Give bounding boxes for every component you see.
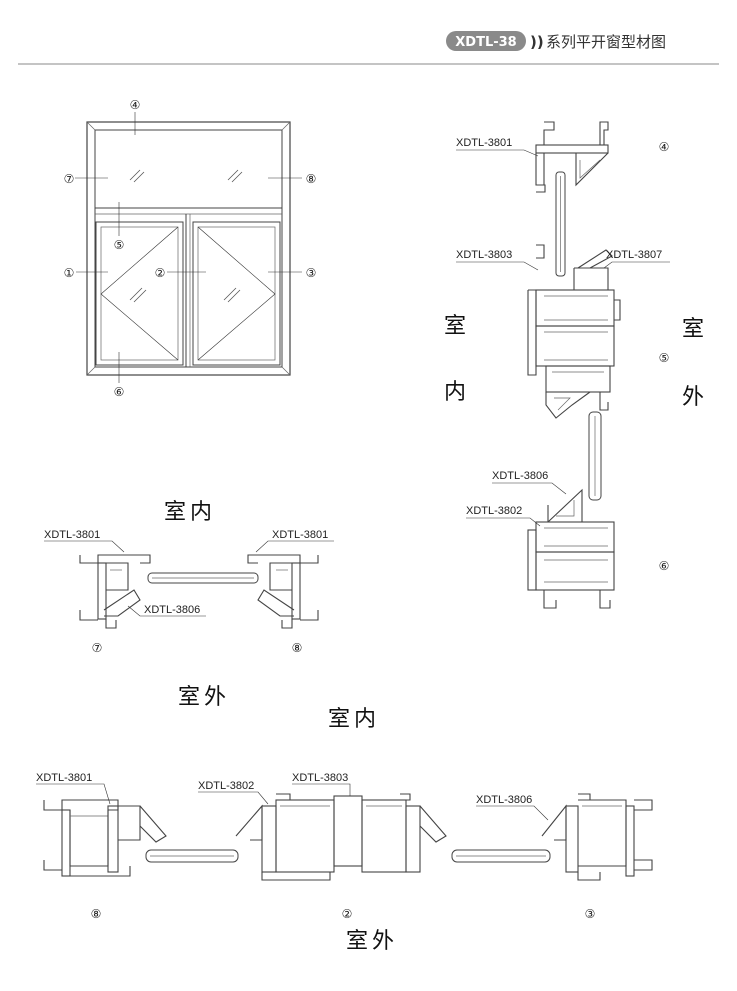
ss-outdoor: 室外 <box>178 685 230 710</box>
ss-marker-7: ⑦ <box>92 641 103 655</box>
side-section: 室内 XDTL-3801 XDTL-3801 XD <box>44 500 334 710</box>
vs-marker-5: ⑤ <box>659 351 670 365</box>
marker-8-right: ⑧ <box>306 172 317 186</box>
bs-indoor: 室内 <box>328 707 380 732</box>
marker-1-left: ① <box>64 266 75 280</box>
vertical-section: XDTL-3801 XDTL-3803 XDTL-3807 XDTL-3806 … <box>444 121 708 609</box>
left-sash-open-indicator <box>100 226 179 361</box>
vs-indoor-1: 室 <box>444 314 470 339</box>
ss-label-right-3801: XDTL-3801 <box>272 529 328 541</box>
header-chevrons: )) <box>530 33 544 51</box>
header-title: 系列平开窗型材图 <box>546 33 666 51</box>
vs-label-3807: XDTL-3807 <box>606 249 662 261</box>
bs-label-3801: XDTL-3801 <box>36 772 92 784</box>
bs-marker-2: ② <box>342 907 353 921</box>
ss-label-left-3801: XDTL-3801 <box>44 529 100 541</box>
bs-marker-8: ⑧ <box>91 907 102 921</box>
bs-marker-3: ③ <box>585 907 596 921</box>
vs-outdoor-1: 室 <box>682 317 708 342</box>
header-badge-text: XDTL-38 <box>455 35 516 50</box>
ss-left-frame <box>79 554 151 629</box>
ss-marker-8: ⑧ <box>292 641 303 655</box>
profile-xdtl-3802 <box>527 521 615 609</box>
bs-label-3803: XDTL-3803 <box>292 772 348 784</box>
profile-xdtl-3807 <box>573 249 613 291</box>
window-outer-frame <box>86 121 291 376</box>
right-sash <box>192 221 281 366</box>
bs-outdoor: 室外 <box>346 929 398 954</box>
profile-xdtl-3806 <box>547 488 583 523</box>
marker-4-top: ④ <box>130 98 141 112</box>
vs-marker-6: ⑥ <box>659 559 670 573</box>
glass-marks <box>129 169 243 303</box>
marker-5-transom: ⑤ <box>114 238 125 252</box>
left-sash <box>95 221 184 366</box>
vs-label-3801: XDTL-3801 <box>456 137 512 149</box>
vs-label-3803: XDTL-3803 <box>456 249 512 261</box>
marker-6-bottom: ⑥ <box>114 385 125 399</box>
bs-left-frame <box>43 799 167 877</box>
marker-7-left: ⑦ <box>64 172 75 186</box>
header-badge <box>446 31 526 51</box>
profile-xdtl-3801-top <box>535 121 609 193</box>
vs-indoor-2: 内 <box>444 380 470 405</box>
ss-right-frame <box>247 554 319 629</box>
bs-label-3806: XDTL-3806 <box>476 794 532 806</box>
profile-xdtl-3803 <box>527 244 621 376</box>
window-inner-frame <box>94 129 283 368</box>
marker-2-mid: ② <box>155 266 166 280</box>
right-sash-open-indicator <box>197 226 276 361</box>
vs-label-3806: XDTL-3806 <box>492 470 548 482</box>
window-elevation: ④ ⑦ ⑧ ⑤ ① ② ③ ⑥ <box>64 98 317 399</box>
ss-indoor: 室内 <box>164 500 216 525</box>
bs-label-3802: XDTL-3802 <box>198 780 254 792</box>
profile-lower-sash <box>545 365 611 419</box>
ss-label-3806: XDTL-3806 <box>144 604 200 616</box>
vs-outdoor-2: 外 <box>682 385 708 410</box>
bs-center-profiles <box>235 793 447 881</box>
vs-marker-4: ④ <box>659 140 670 154</box>
bs-right-frame <box>541 793 653 881</box>
header: XDTL-38 )) 系列平开窗型材图 <box>18 31 719 65</box>
vs-label-3802: XDTL-3802 <box>466 505 522 517</box>
marker-3-right: ③ <box>306 266 317 280</box>
bottom-section: 室内 <box>36 707 653 954</box>
